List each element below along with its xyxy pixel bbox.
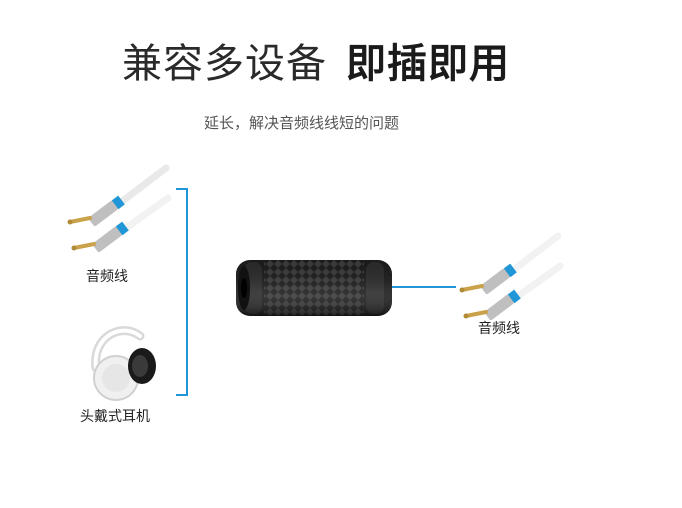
title-bold: 即插即用 — [346, 41, 510, 87]
audio-cable-pair-icon — [67, 164, 172, 253]
headphones-icon — [91, 326, 156, 401]
left-cable-label: 音频线 — [86, 269, 128, 285]
title-light: 兼容多设备 — [122, 41, 327, 87]
audio-cable-pair-icon — [459, 232, 564, 321]
audio-adapter-icon — [236, 260, 392, 316]
connector-line — [392, 286, 456, 288]
right-cable-label: 音频线 — [478, 321, 520, 337]
grouping-bracket — [176, 188, 188, 396]
headphone-label: 头戴式耳机 — [80, 409, 150, 425]
subtitle: 延长，解决音频线线短的问题 — [204, 114, 400, 132]
